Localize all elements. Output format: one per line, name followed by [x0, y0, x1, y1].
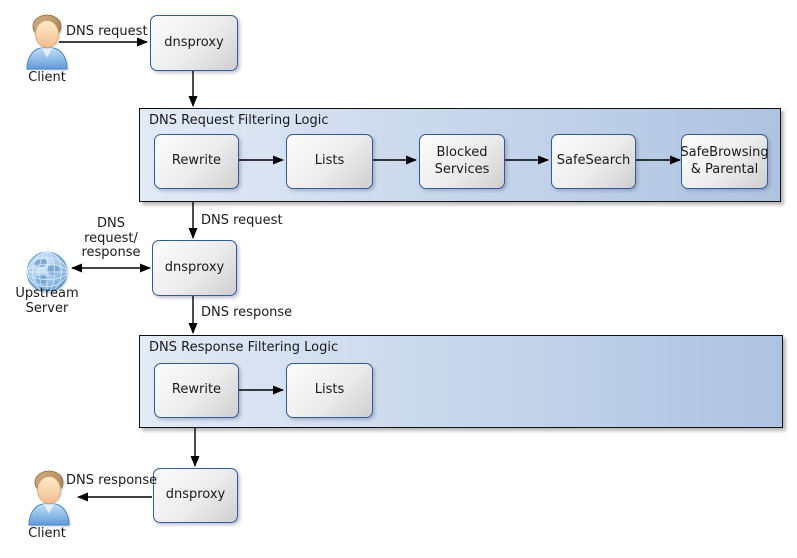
client-bottom-label: Client	[28, 526, 66, 541]
edge-label-upstream-exchange: DNS request/ response	[81, 216, 141, 261]
node-blocked-services: Blocked Services	[419, 134, 505, 189]
node-dnsproxy-middle: dnsproxy	[152, 240, 237, 296]
node-rewrite-request: Rewrite	[154, 134, 239, 189]
client-person-icon	[28, 470, 70, 526]
edge-label-dns-response-mid: DNS response	[201, 305, 293, 320]
request-pipeline-title: DNS Request Filtering Logic	[149, 113, 329, 128]
edge-label-dns-request-top: DNS request	[66, 24, 148, 39]
client-top-label: Client	[28, 70, 66, 85]
response-pipeline-title: DNS Response Filtering Logic	[149, 340, 339, 355]
edge-label-dns-request-mid: DNS request	[201, 213, 283, 228]
upstream-server-globe-icon	[26, 251, 68, 293]
container-dns-response-filtering: DNS Response Filtering Logic Rewrite Lis…	[139, 335, 783, 428]
node-dnsproxy-top: dnsproxy	[150, 15, 238, 71]
node-safebrowsing-parental: SafeBrowsing & Parental	[680, 134, 769, 189]
node-lists-request: Lists	[286, 134, 373, 189]
node-lists-response: Lists	[286, 363, 373, 418]
container-dns-request-filtering: DNS Request Filtering Logic Rewrite List…	[139, 108, 781, 202]
node-dnsproxy-bottom: dnsproxy	[153, 468, 238, 523]
node-safesearch: SafeSearch	[551, 134, 636, 189]
edge-label-dns-response-bottom: DNS response	[66, 473, 158, 488]
node-rewrite-response: Rewrite	[154, 363, 239, 418]
client-person-icon	[26, 14, 68, 70]
upstream-server-label: Upstream Server	[15, 286, 79, 316]
